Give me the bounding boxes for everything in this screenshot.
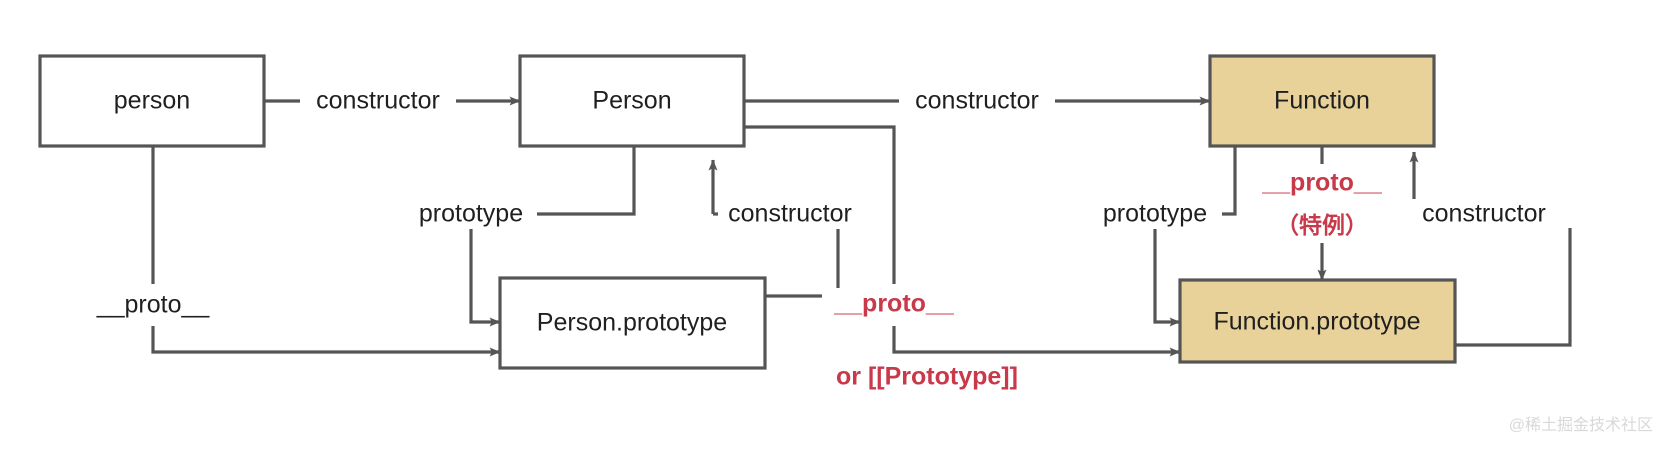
edge-label-person-constructor: constructor <box>316 87 440 115</box>
label-bg-function-constructor <box>1405 199 1565 229</box>
node-Person-prototype-label: Person.prototype <box>537 309 727 337</box>
node-Person-prototype-rect[interactable] <box>498 276 767 370</box>
edge-label-Person-constructor: constructor <box>915 87 1039 115</box>
edge-Person-prototype-upper <box>529 146 636 216</box>
label-bg-right-proto <box>1252 166 1394 200</box>
label-bg-function-prototype <box>1090 199 1222 229</box>
node-Person-label: Person <box>592 87 671 115</box>
label-bg-person-proto <box>83 290 224 320</box>
accent-label-right-proto: __proto__ <box>1261 169 1383 197</box>
node-Function-rect[interactable] <box>1208 54 1436 148</box>
label-bg-person-prototype <box>405 199 537 229</box>
label-bg-mid-proto <box>822 288 967 322</box>
label-bg-Person-constructor <box>899 86 1055 116</box>
label-bg-person-mid-constructor <box>718 199 874 229</box>
node-person[interactable]: person <box>38 54 266 148</box>
edge-label-person-proto: __proto__ <box>96 291 211 319</box>
label-bg-person-constructor <box>300 86 456 116</box>
node-Person-prototype[interactable]: Person.prototype <box>498 276 767 370</box>
edge-Person-prototype-arrow <box>469 228 501 327</box>
edge-label-Function-prototype: prototype <box>1103 200 1207 228</box>
node-person-rect[interactable] <box>38 54 266 148</box>
accent-label-mid-proto: __proto__ <box>833 290 955 318</box>
edge-label-layer: constructor prototype __proto__ construc… <box>83 86 1565 320</box>
node-Function-prototype-label: Function.prototype <box>1213 308 1420 336</box>
edge-Person-proto-down <box>744 125 896 284</box>
node-person-label: person <box>114 87 190 115</box>
edge-label-personprototype-constructor: constructor <box>728 200 852 228</box>
edge-functionprototype-constructor-right <box>1455 254 1572 347</box>
edge-label-person-prototype: prototype <box>419 200 523 228</box>
node-Function-label: Function <box>1274 87 1370 115</box>
edge-Function-prototype-arrow <box>1153 228 1181 327</box>
accent-label-right-proto-note: （特例） <box>1276 212 1368 238</box>
accent-label-mid-or-prototype: or [[Prototype]] <box>836 363 1018 391</box>
accent-label-layer: __proto__ or [[Prototype]] __proto__ （特例… <box>822 166 1394 391</box>
node-layer: person Person Function Person.prototype … <box>38 54 1457 370</box>
node-Function-prototype[interactable]: Function.prototype <box>1178 278 1457 364</box>
node-Person-rect[interactable] <box>518 54 746 148</box>
edge-label-functionprototype-constructor: constructor <box>1422 200 1546 228</box>
edge-Person-proto-to-functionprototype <box>892 326 1181 357</box>
edge-person-proto-to-personprototype <box>151 326 501 357</box>
node-Function[interactable]: Function <box>1208 54 1436 148</box>
node-Person[interactable]: Person <box>518 54 746 148</box>
node-Function-prototype-rect[interactable] <box>1178 278 1457 364</box>
edge-layer <box>151 96 1572 357</box>
watermark: @稀土掘金技术社区 <box>1509 416 1653 434</box>
